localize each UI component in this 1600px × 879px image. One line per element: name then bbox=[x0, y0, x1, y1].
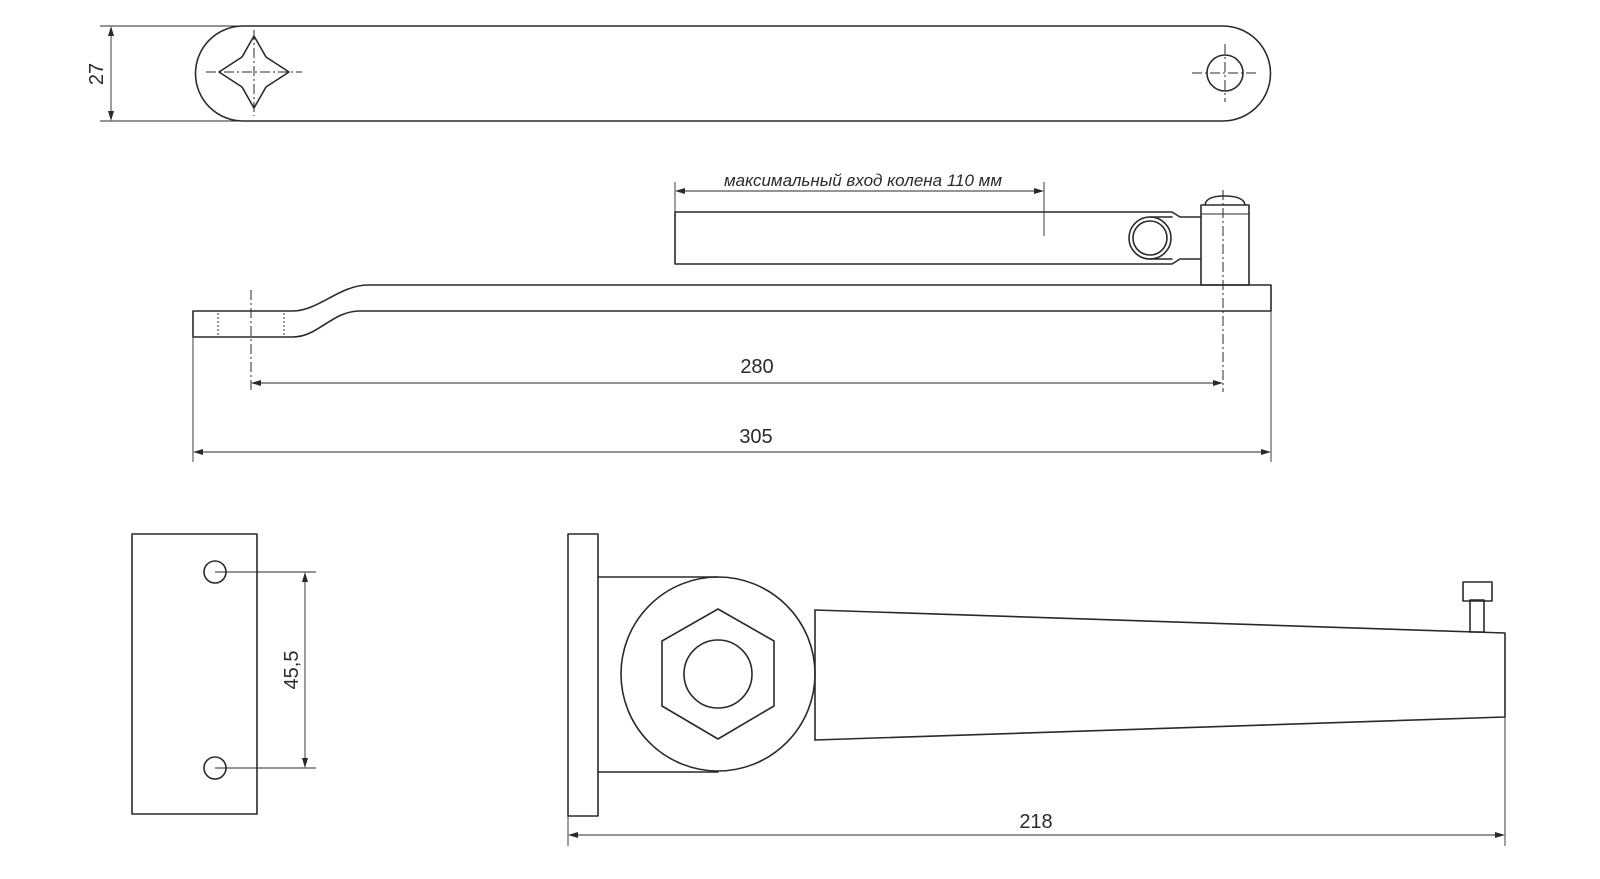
adjust-screw-stem bbox=[1469, 599, 1485, 633]
tapered-cylinder bbox=[814, 609, 1506, 741]
main-arm-body bbox=[192, 284, 1272, 338]
arrow-280-left bbox=[251, 380, 261, 386]
arrow-knee-right bbox=[1034, 188, 1044, 194]
adjust-screw-head bbox=[1462, 581, 1493, 602]
dim-arm-width: 27 bbox=[86, 63, 108, 85]
dim-hole-spacing: 45,5 bbox=[281, 651, 303, 690]
body-housing bbox=[597, 576, 719, 773]
arrow-218-right bbox=[1495, 832, 1505, 838]
bracket-plate bbox=[131, 533, 258, 815]
arrow-knee-left bbox=[675, 188, 685, 194]
note-knee-travel: максимальный вход колена 110 мм bbox=[724, 171, 1002, 190]
mounting-flange bbox=[567, 533, 599, 817]
arrow-up bbox=[108, 26, 114, 36]
arrow-305-left bbox=[193, 449, 203, 455]
knee-eye-link bbox=[1149, 216, 1173, 260]
knee-arm-body bbox=[674, 211, 1201, 265]
knee-eye-outer bbox=[1128, 216, 1172, 260]
pivot-post bbox=[1200, 204, 1250, 286]
arrow-down bbox=[108, 111, 114, 121]
hex-nut bbox=[661, 608, 775, 740]
spindle-bore bbox=[683, 639, 753, 709]
arm-side-view: максимальный вход колена 110 мм 280 305 bbox=[192, 171, 1272, 462]
arrow-218-left bbox=[568, 832, 578, 838]
arm-top-view: 27 bbox=[86, 25, 1272, 122]
arm-outline bbox=[194, 25, 1272, 122]
arrow-holes-top bbox=[302, 572, 308, 582]
pivot-cap bbox=[1204, 195, 1246, 206]
dim-body-length: 218 bbox=[1019, 811, 1052, 833]
dim-total-length: 305 bbox=[739, 426, 772, 448]
knee-eye-inner bbox=[1132, 220, 1168, 256]
closer-body-view: 218 bbox=[567, 533, 1506, 846]
dim-pivot-distance: 280 bbox=[740, 356, 773, 378]
spindle-housing bbox=[620, 576, 816, 772]
arrow-280-right bbox=[1213, 380, 1223, 386]
mounting-bracket-view: 45,5 bbox=[131, 533, 316, 815]
arrow-305-right bbox=[1261, 449, 1271, 455]
arrow-holes-bottom bbox=[302, 758, 308, 768]
